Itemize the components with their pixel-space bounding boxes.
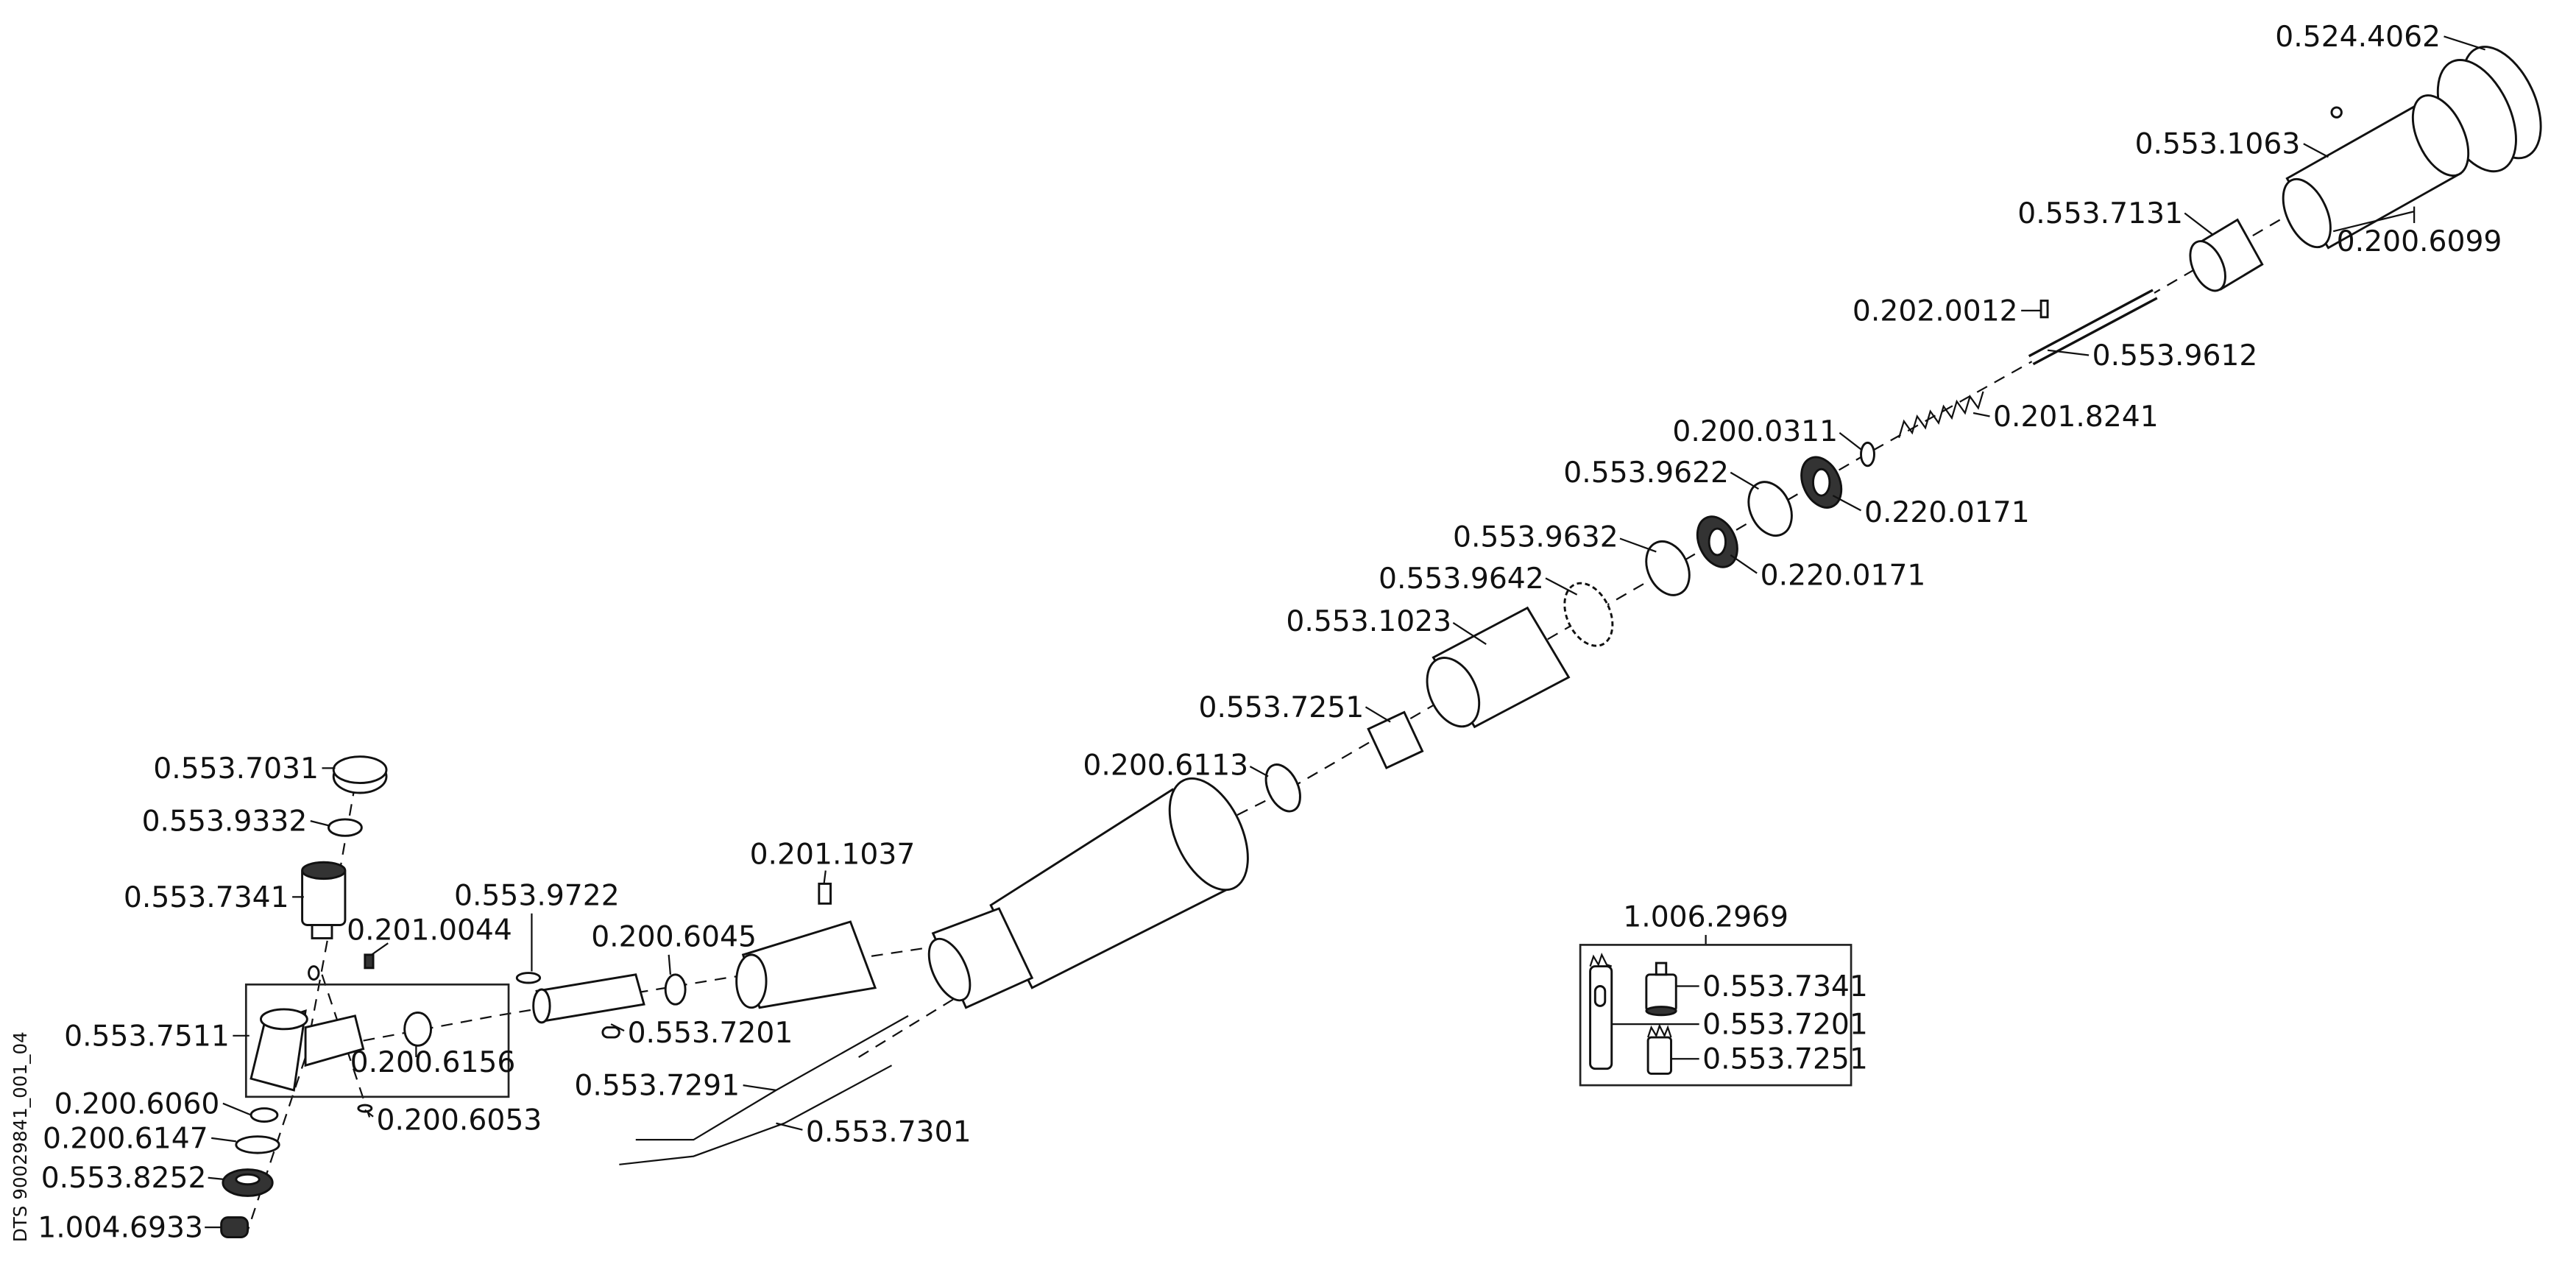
bearings-part: [1645, 441, 1875, 596]
part-label-0-553-9722: 0.553.9722: [454, 880, 620, 913]
head-part: [250, 1008, 365, 1092]
part-label-0-553-7201: 0.553.7201: [628, 1017, 793, 1050]
kit-number-label: 1.006.2969: [1623, 901, 1788, 934]
assembly-axis-screw: [321, 974, 372, 1124]
o-ring-part: [1264, 763, 1301, 813]
o-ring-6045-part: [664, 973, 687, 1006]
part-label-0-553-9622: 0.553.9622: [1563, 456, 1729, 490]
part-label-0-553-9642: 0.553.9642: [1379, 562, 1544, 596]
handle-body-part: [927, 777, 1249, 1009]
head-assembly-box: [244, 983, 510, 1098]
part-labels: 0.524.4062 0.553.1063 0.553.7131 0.200.6…: [38, 21, 2502, 1245]
kit-rotor-icon: [1646, 1023, 1672, 1075]
part-label-0-200-6113: 0.200.6113: [1083, 749, 1248, 782]
kit-inset: 1.006.2969 0.553.7341 0.553.7201 0.553.7…: [1579, 901, 1868, 1087]
part-label-0-553-8252: 0.553.8252: [41, 1162, 207, 1195]
assembly-axis-vertical: [247, 784, 356, 1231]
o-ring-6147-part: [235, 1135, 280, 1154]
o-ring-6156-part: [403, 1011, 433, 1047]
housing-part: [2282, 94, 2470, 250]
part-label-1-004-6933: 1.004.6933: [38, 1212, 203, 1245]
part-label-0-200-6147: 0.200.6147: [43, 1122, 208, 1155]
part-label-0-553-9612: 0.553.9612: [2092, 339, 2258, 373]
part-label-0-524-4062: 0.524.4062: [2275, 21, 2441, 54]
kit-chuck-icon: [1645, 961, 1677, 1017]
part-label-0-200-0311: 0.200.0311: [1672, 415, 1838, 448]
part-label-0-553-7131: 0.553.7131: [2017, 197, 2183, 230]
drawing-id-label: DTS 90029841_001_04: [10, 1031, 31, 1242]
leader-lines: [205, 35, 2485, 1229]
intermediate-shaft-part: [515, 972, 645, 1039]
kit-box: [1579, 944, 1853, 1087]
o-ring-6060-part: [250, 1107, 279, 1123]
part-label-0-553-7031: 0.553.7031: [153, 752, 319, 786]
small-ring-part: [308, 965, 320, 981]
part-label-0-553-9632: 0.553.9632: [1453, 521, 1618, 554]
kit-item-label: 0.553.7201: [1702, 1009, 1868, 1042]
part-label-0-220-0171-a: 0.220.0171: [1864, 496, 2030, 529]
part-label-0-553-7291: 0.553.7291: [574, 1070, 740, 1103]
part-label-0-200-6045: 0.200.6045: [591, 921, 757, 954]
drive-shaft-part: [2028, 206, 2416, 366]
part-label-0-200-6099: 0.200.6099: [2337, 225, 2502, 258]
part-label-0-553-7301: 0.553.7301: [806, 1115, 972, 1148]
rotor-part: [1367, 710, 1424, 769]
part-label-0-553-7511: 0.553.7511: [64, 1020, 230, 1053]
part-label-0-202-0012: 0.202.0012: [1853, 294, 2018, 328]
part-label-0-201-8241: 0.201.8241: [1993, 400, 2159, 434]
kit-item-label: 0.553.7251: [1702, 1043, 1868, 1076]
end-plug-part: [220, 1216, 249, 1238]
part-label-0-553-9332: 0.553.9332: [142, 805, 308, 839]
nose-cone-part: [735, 882, 877, 1009]
part-label-0-220-0171-b: 0.220.0171: [1761, 559, 1926, 592]
kit-item-label: 0.553.7341: [1702, 970, 1868, 1003]
screw-part: [364, 953, 375, 970]
part-label-0-200-6060: 0.200.6060: [54, 1087, 220, 1120]
rotor-housing-part: [1426, 606, 1571, 729]
kit-drive-shaft-icon: [1589, 952, 1613, 1070]
push-button-cap-part: [332, 755, 388, 794]
chuck-part: [301, 861, 347, 939]
part-label-0-200-6156: 0.200.6156: [350, 1046, 516, 1079]
part-label-0-553-1023: 0.553.1023: [1286, 605, 1451, 638]
part-label-0-200-6053: 0.200.6053: [377, 1104, 542, 1137]
part-label-0-553-7341: 0.553.7341: [124, 881, 289, 914]
tubes-part: [619, 1014, 909, 1165]
part-label-0-553-7251: 0.553.7251: [1198, 691, 1364, 724]
part-label-0-553-1063: 0.553.1063: [2135, 128, 2301, 161]
part-label-0-201-1037: 0.201.1037: [750, 838, 916, 871]
washer-part: [328, 818, 363, 837]
sleeve-part: [2189, 218, 2264, 292]
part-label-0-201-0044: 0.201.0044: [347, 914, 512, 947]
gear-part: [1563, 582, 1614, 647]
spring-part: [1898, 391, 1984, 438]
o-ring-6053-part: [357, 1104, 373, 1113]
